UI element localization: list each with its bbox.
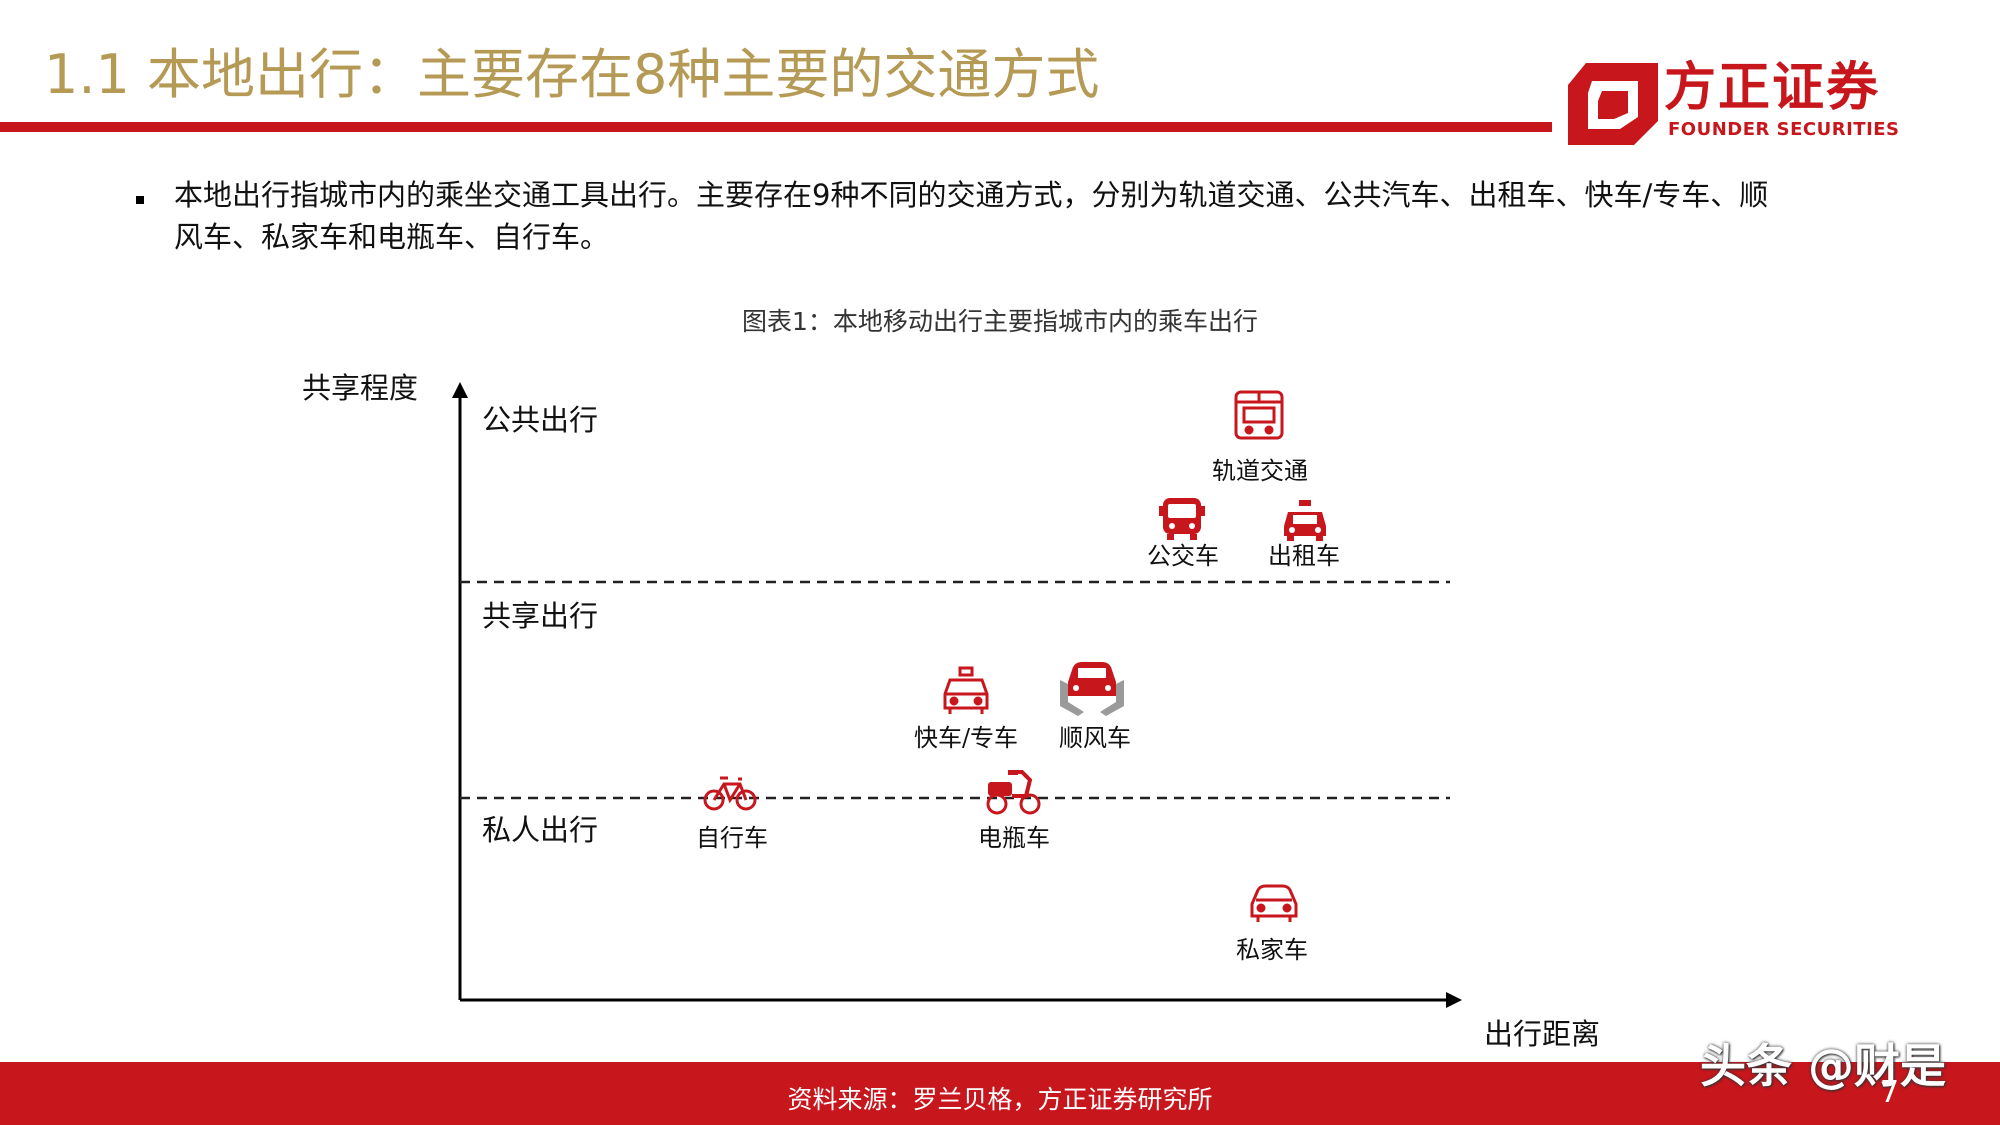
car-icon: [1250, 884, 1298, 922]
item-label-carpool: 顺风车: [1059, 724, 1131, 752]
logo-english-text: FOUNDER SECURITIES: [1668, 119, 1900, 140]
footer-bar: [0, 1062, 2000, 1125]
train-icon: [1234, 390, 1284, 440]
item-label-ebike: 电瓶车: [978, 824, 1050, 852]
bicycle-icon: [703, 776, 757, 811]
item-label-bicycle: 自行车: [696, 824, 768, 852]
bullet-text: 本地出行指城市内的乘坐交通工具出行。主要存在9种不同的交通方式，分别为轨道交通、…: [174, 178, 1769, 254]
y-axis-label: 共享程度: [302, 371, 418, 405]
bullet-marker: [136, 196, 144, 204]
row-label-shared: 共享出行: [482, 599, 598, 633]
item-label-private-car: 私家车: [1236, 936, 1308, 964]
bus-icon: [1159, 498, 1205, 540]
x-axis-label: 出行距离: [1484, 1017, 1600, 1051]
item-label-taxi: 出租车: [1268, 542, 1340, 570]
row-label-public: 公共出行: [482, 403, 598, 437]
hands-car-icon: [1060, 662, 1124, 716]
page-number: 7: [1880, 1075, 1900, 1110]
scooter-icon: [986, 770, 1041, 815]
title-divider-bar: [0, 122, 1552, 132]
ride-hailing-car-icon: [943, 666, 989, 714]
slide-title: 1.1 本地出行：主要存在8种主要的交通方式: [44, 43, 1100, 106]
item-label-express: 快车/专车: [914, 724, 1018, 752]
logo-chinese-text: 方正证券: [1664, 58, 1881, 118]
y-axis-arrow-icon: [452, 382, 468, 398]
logo-mark-icon: [1568, 63, 1658, 145]
footer-source-text: 资料来源：罗兰贝格，方正证券研究所: [787, 1085, 1213, 1114]
taxi-icon: [1284, 500, 1326, 541]
row-label-private: 私人出行: [482, 813, 598, 847]
founder-securities-logo: 方正证券 FOUNDER SECURITIES: [1568, 55, 1928, 145]
item-label-rail: 轨道交通: [1212, 457, 1308, 485]
watermark-text: 头条 @财是: [1700, 1039, 1947, 1093]
x-axis-arrow-icon: [1446, 992, 1462, 1008]
figure-caption: 图表1：本地移动出行主要指城市内的乘车出行: [742, 307, 1258, 336]
item-label-bus: 公交车: [1147, 542, 1219, 570]
